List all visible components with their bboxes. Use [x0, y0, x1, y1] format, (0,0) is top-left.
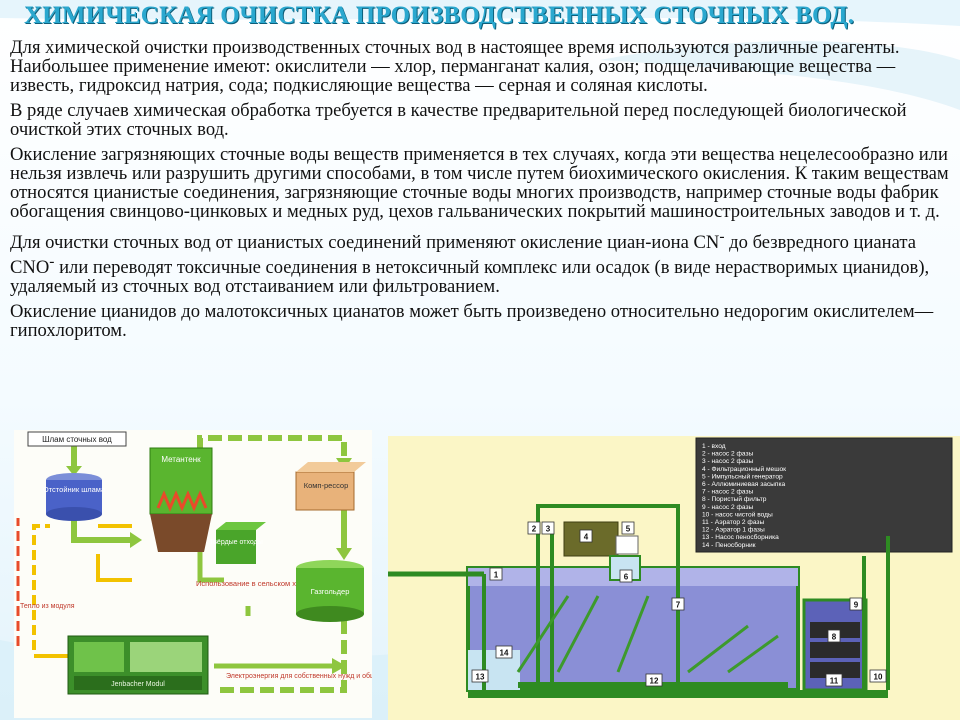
heat-from-module-label: Тепло из модуля: [20, 603, 75, 610]
marker-label: 3: [546, 525, 551, 534]
marker-label: 1: [494, 571, 499, 580]
marker-label: 12: [650, 677, 659, 686]
cn-charge: -: [719, 228, 725, 245]
marker-box: [671, 597, 685, 611]
porous-filter: [810, 622, 860, 678]
marker-box: [527, 521, 541, 535]
marker-label: 14: [500, 649, 509, 658]
marker-box: [645, 673, 663, 687]
cyanide-text-a: Для очистки сточных вод от цианистых сое…: [10, 232, 720, 254]
legend-entry: 6 - Аллюминиевая засыпка: [702, 481, 786, 488]
marker-box: [471, 669, 489, 683]
digester-label: Метантенк: [161, 455, 201, 464]
paragraph-hypochlorite: Окисление цианидов до малотоксичных циан…: [10, 301, 934, 342]
cyanide-text-b: до безвредного цианата CNO: [10, 232, 916, 279]
electricity-label: Электроэнергия для собственных нужд и об…: [226, 672, 372, 680]
marker-label: 5: [626, 525, 631, 534]
marker-label: 2: [532, 525, 537, 534]
paragraph-reagents: Для химической очистки производственных …: [10, 37, 900, 96]
legend-entry: 7 - насос 2 фазы: [702, 489, 754, 496]
solid-waste-label: Твёрдые отходы: [209, 539, 263, 546]
legend-entry: 14 - Пеносборник: [702, 541, 756, 549]
marker-label: 13: [476, 673, 485, 682]
legend-entry: 3 - насос 2 фазы: [702, 458, 754, 465]
marker-label: 6: [624, 573, 629, 582]
marker-label: 4: [584, 533, 589, 542]
marker-box: [827, 629, 841, 643]
cyanide-text-c: или переводят токсичные соединения в нет…: [10, 257, 930, 298]
compressor-label: Комп-рессор: [304, 481, 349, 490]
marker-box: [621, 521, 635, 535]
legend-entry: 5 - Импульсный генератор: [702, 472, 783, 480]
marker-label: 7: [676, 601, 681, 610]
legend-entry: 1 - вход: [702, 443, 726, 450]
marker-box: [579, 529, 593, 543]
marker-box: [495, 645, 513, 659]
marker-box: [849, 597, 863, 611]
legend-entry: 9 - насос 2 фазы: [702, 504, 754, 511]
marker-box: [541, 521, 555, 535]
sludge-input-label: Шлам сточных вод: [42, 435, 112, 444]
legend-entry: 4 - Фильтрационный мешок: [702, 465, 786, 473]
paragraph-pretreatment: В ряде случаев химическая обработка треб…: [10, 100, 907, 140]
legend-entry: 13 - Насос пеносборника: [702, 533, 779, 541]
marker-box: [489, 567, 503, 581]
legend-entry: 2 - насос 2 фазы: [702, 451, 754, 458]
agri-use-label: Использование в сельском хозяйстве: [196, 579, 327, 588]
marker-box: [869, 669, 887, 683]
legend-entry: 10 - насос чистой воды: [702, 510, 773, 518]
paragraph-cyanide: Для очистки сточных вод от цианистых сое…: [10, 227, 952, 296]
marker-label: 10: [874, 673, 883, 682]
biogas-diagram: Шлам сточных вод Отстойник шлама Метанте…: [14, 430, 403, 718]
marker-box: [619, 569, 633, 583]
page-title: ХИМИЧЕСКАЯ ОЧИСТКА ПРОИЗВОДСТВЕННЫХ СТОЧ…: [24, 2, 855, 29]
text-body: Для химической очистки производственных …: [10, 38, 952, 346]
module-label: Jenbacher Modul: [111, 681, 165, 688]
gas-holder-label: Газгольдер: [311, 587, 350, 596]
marker-box: [825, 673, 843, 687]
paragraph-oxidation: Окисление загрязняющих сточные воды веще…: [10, 144, 949, 222]
settler-label: Отстойник шлама: [43, 485, 106, 494]
marker-label: 8: [832, 633, 837, 642]
marker-label: 11: [830, 677, 839, 686]
legend-entry: 8 - Пористый фильтр: [702, 495, 767, 503]
legend-entry: 11 - Аэратор 2 фазы: [702, 519, 764, 526]
legend-entry: 12 - Аэратор 1 фазы: [702, 527, 765, 534]
marker-label: 9: [854, 601, 859, 610]
cno-charge: -: [49, 253, 55, 271]
